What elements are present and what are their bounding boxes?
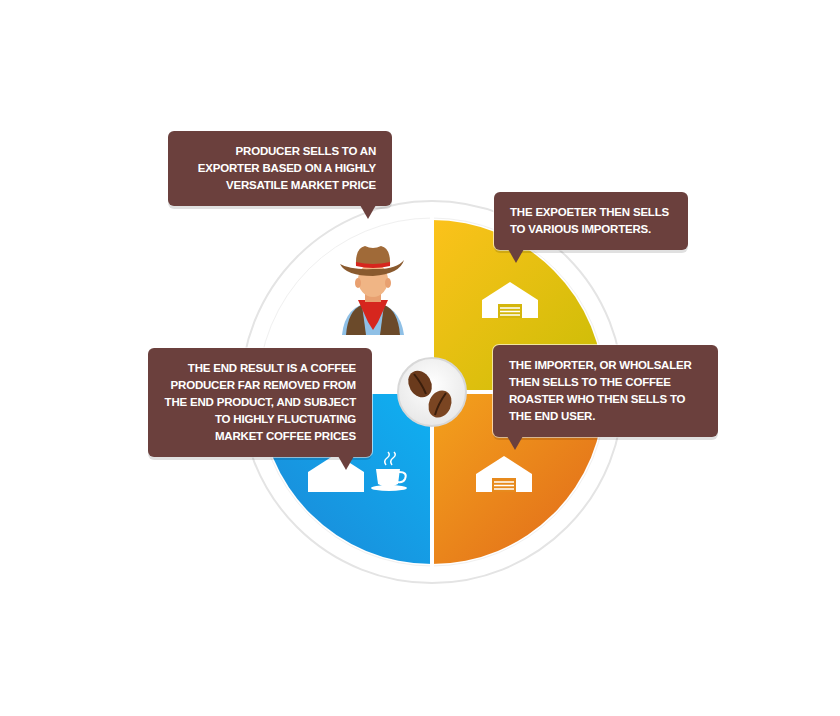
center-circle xyxy=(398,358,466,426)
callout-pointer xyxy=(360,205,376,219)
callout-text: PRODUCER SELLS TO AN EXPORTER BASED ON A… xyxy=(184,143,376,194)
warehouse-door xyxy=(492,478,516,492)
warehouse-icon xyxy=(476,456,532,492)
warehouse-icon xyxy=(482,282,538,318)
callout-text: THE IMPORTER, OR WHOLSALER THEN SELLS TO… xyxy=(509,357,702,425)
callout-pointer xyxy=(338,456,354,470)
farmer-icon xyxy=(340,246,404,335)
callout-pointer xyxy=(507,436,523,450)
shop-icon xyxy=(308,454,364,492)
warehouse-door xyxy=(498,304,522,318)
callout-box: THE IMPORTER, OR WHOLSALER THEN SELLS TO… xyxy=(493,345,718,437)
callout-box: THE END RESULT IS A COFFEE PRODUCER FAR … xyxy=(148,348,372,457)
callout-box: PRODUCER SELLS TO AN EXPORTER BASED ON A… xyxy=(168,131,392,206)
callout-text: THE END RESULT IS A COFFEE PRODUCER FAR … xyxy=(164,360,356,445)
coffee-beans xyxy=(403,366,455,421)
callout-box: THE EXPOETER THEN SELLS TO VARIOUS IMPOR… xyxy=(494,192,688,250)
door-slats xyxy=(500,308,520,315)
callout-text: THE EXPOETER THEN SELLS TO VARIOUS IMPOR… xyxy=(510,204,672,238)
callout-pointer xyxy=(508,249,524,263)
door-slats xyxy=(494,482,514,489)
coffee-cup-icon xyxy=(371,452,407,491)
